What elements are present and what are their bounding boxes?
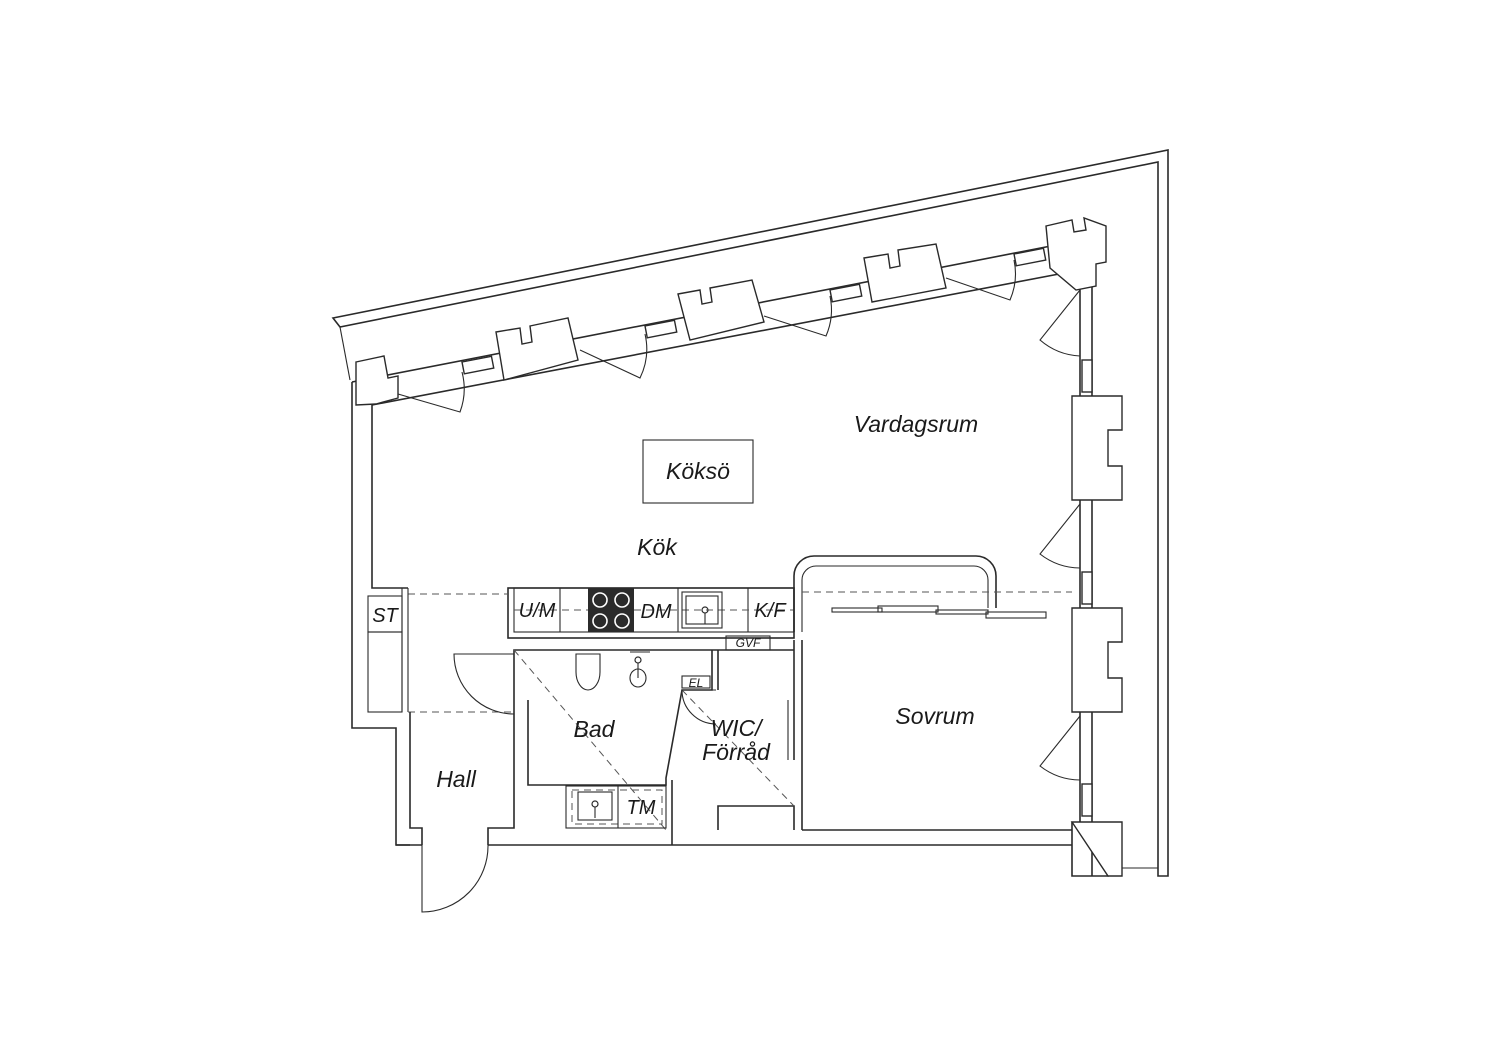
right-windows <box>1081 359 1093 817</box>
kitchen-sink-icon <box>681 591 723 629</box>
interior-doors <box>421 653 717 913</box>
utility-boxes <box>681 635 771 689</box>
kitchen-counter <box>507 587 795 639</box>
room-label-kok: Kök <box>637 534 678 560</box>
kitchen-island <box>642 439 754 504</box>
sovrum-wardrobe <box>793 555 1072 632</box>
entrance-door[interactable] <box>421 844 489 913</box>
outer-wall <box>351 237 1109 877</box>
right-wall-pillars <box>1070 395 1123 877</box>
fixture-label-st: ST <box>372 605 399 627</box>
right-door-swings <box>1039 289 1081 781</box>
room-label-wic-line1: WIC/ <box>710 715 764 741</box>
top-windows <box>461 247 1047 375</box>
fixture-label-gvf: GVF <box>736 636 761 650</box>
fixture-label-el: EL <box>689 676 704 690</box>
room-label-vardagsrum: Vardagsrum <box>854 411 978 437</box>
room-label-wic-line2: Förråd <box>702 739 771 765</box>
fixture-label-dm: DM <box>640 601 671 623</box>
wash-basin-icon <box>577 791 613 821</box>
wic-door[interactable] <box>681 689 717 725</box>
toilet-icon <box>575 653 601 691</box>
bathroom-fixtures <box>513 649 795 831</box>
top-door-swings <box>397 259 1016 413</box>
room-label-sovrum: Sovrum <box>895 703 974 729</box>
window-pillars <box>355 216 1107 406</box>
bathroom-door[interactable] <box>453 653 515 715</box>
room-label-hall: Hall <box>436 766 477 792</box>
shower-icon <box>629 651 650 688</box>
room-label-bad: Bad <box>574 716 616 742</box>
fixture-label-kf: K/F <box>754 600 787 622</box>
fixture-label-tm: TM <box>627 797 656 819</box>
fixture-label-um: U/M <box>519 600 556 622</box>
room-label-koksö: Köksö <box>666 458 730 484</box>
